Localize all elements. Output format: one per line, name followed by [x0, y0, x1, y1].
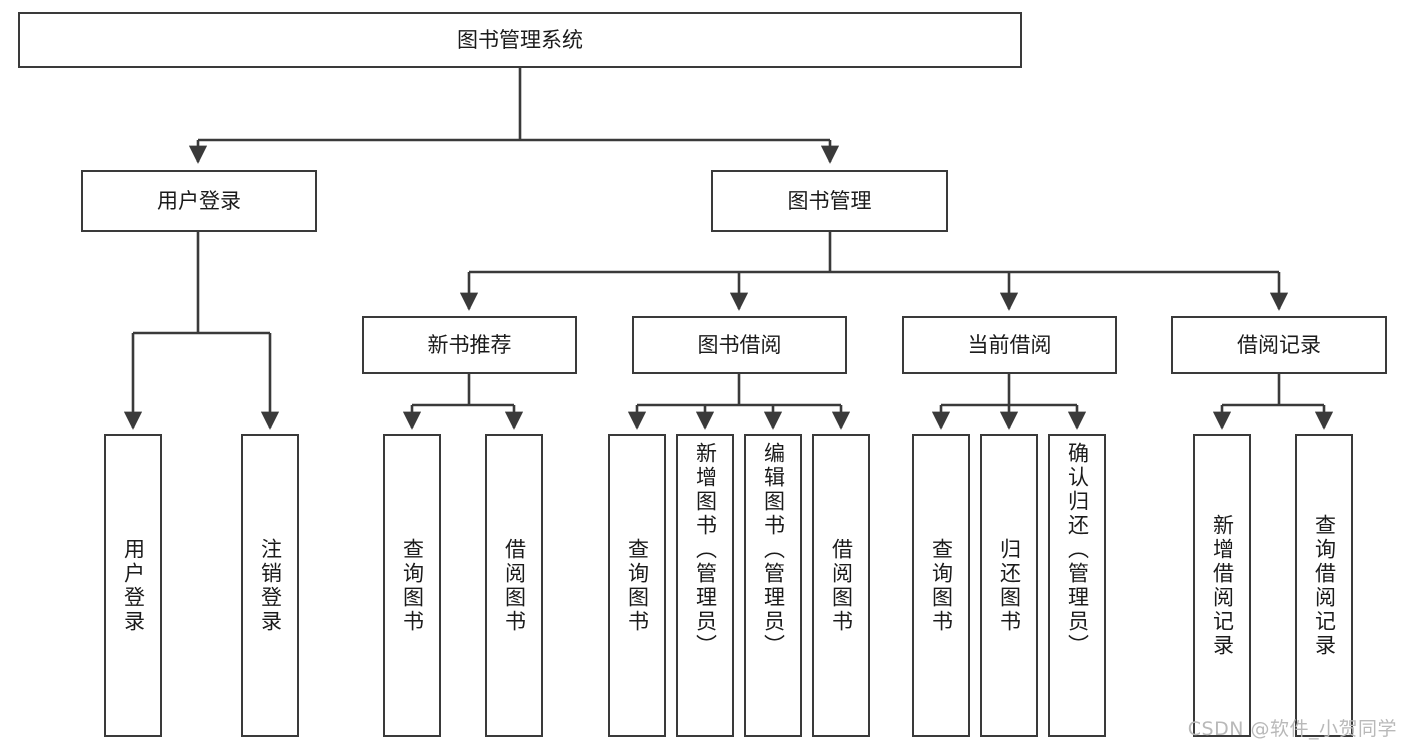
node-leaf-borrow-book-1[interactable]: 借阅图书	[485, 434, 543, 737]
node-leaf-user-login-label: 用户登录	[121, 537, 146, 634]
node-leaf-query-book-3[interactable]: 查询图书	[912, 434, 970, 737]
node-leaf-user-login[interactable]: 用户登录	[104, 434, 162, 737]
node-leaf-add-book-label: 新增图书（管理员）	[693, 442, 718, 658]
node-current-borrow[interactable]: 当前借阅	[902, 316, 1117, 374]
node-leaf-logout-label: 注销登录	[258, 537, 283, 634]
node-new-book-recommend-label: 新书推荐	[427, 332, 512, 357]
node-leaf-return-book-label: 归还图书	[997, 537, 1022, 634]
node-leaf-confirm-return-label: 确认归还（管理员）	[1065, 442, 1090, 658]
node-new-book-recommend[interactable]: 新书推荐	[362, 316, 577, 374]
node-leaf-query-record-label: 查询借阅记录	[1312, 513, 1337, 658]
node-leaf-add-book[interactable]: 新增图书（管理员）	[676, 434, 734, 737]
node-root[interactable]: 图书管理系统	[18, 12, 1022, 68]
node-user-login[interactable]: 用户登录	[81, 170, 317, 232]
node-book-management-label: 图书管理	[787, 188, 872, 213]
node-root-label: 图书管理系统	[457, 27, 583, 52]
node-leaf-confirm-return[interactable]: 确认归还（管理员）	[1048, 434, 1106, 737]
node-leaf-edit-book[interactable]: 编辑图书（管理员）	[744, 434, 802, 737]
node-leaf-borrow-book-2-label: 借阅图书	[829, 537, 854, 634]
node-leaf-return-book[interactable]: 归还图书	[980, 434, 1038, 737]
node-leaf-query-book-2-label: 查询图书	[625, 537, 650, 634]
node-leaf-logout[interactable]: 注销登录	[241, 434, 299, 737]
node-book-borrow-label: 图书借阅	[697, 332, 782, 357]
node-leaf-query-record[interactable]: 查询借阅记录	[1295, 434, 1353, 737]
node-leaf-add-record-label: 新增借阅记录	[1210, 513, 1235, 658]
node-borrow-record-label: 借阅记录	[1237, 332, 1321, 357]
node-leaf-query-book-2[interactable]: 查询图书	[608, 434, 666, 737]
node-leaf-query-book-3-label: 查询图书	[929, 537, 954, 634]
node-leaf-edit-book-label: 编辑图书（管理员）	[761, 442, 786, 658]
node-leaf-borrow-book-2[interactable]: 借阅图书	[812, 434, 870, 737]
node-leaf-borrow-book-1-label: 借阅图书	[502, 537, 527, 634]
node-user-login-label: 用户登录	[157, 188, 241, 213]
node-current-borrow-label: 当前借阅	[967, 332, 1052, 357]
node-leaf-add-record[interactable]: 新增借阅记录	[1193, 434, 1251, 737]
node-book-management[interactable]: 图书管理	[711, 170, 948, 232]
node-book-borrow[interactable]: 图书借阅	[632, 316, 847, 374]
node-borrow-record[interactable]: 借阅记录	[1171, 316, 1387, 374]
node-leaf-query-book-1-label: 查询图书	[400, 537, 425, 634]
node-leaf-query-book-1[interactable]: 查询图书	[383, 434, 441, 737]
